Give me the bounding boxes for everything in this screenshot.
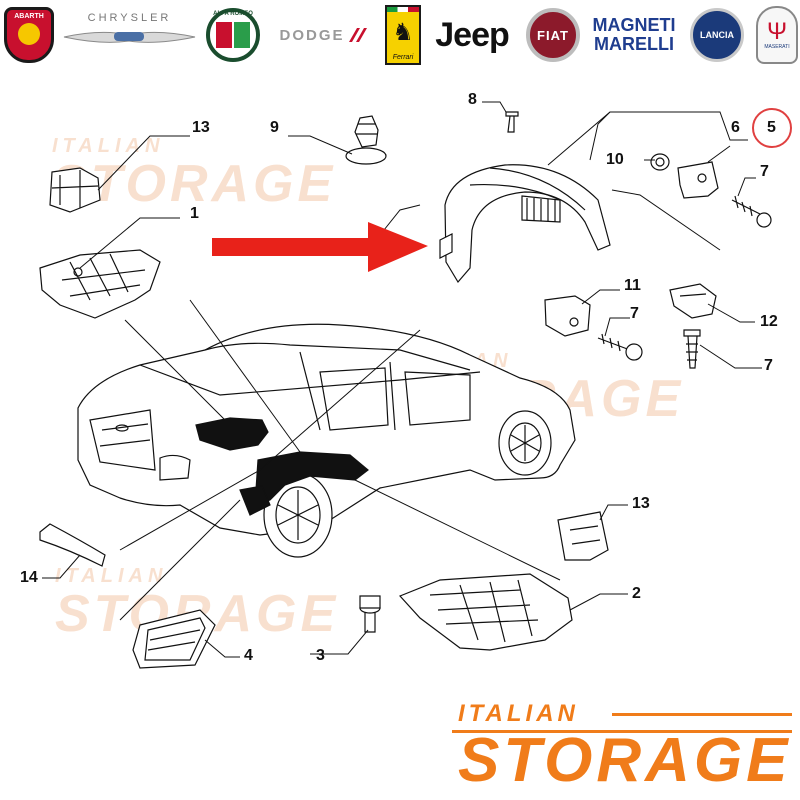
clip-part-6 bbox=[677, 161, 719, 199]
chrysler-label: CHRYSLER bbox=[87, 12, 172, 24]
maserati-logo: Ψ MASERATI bbox=[754, 0, 800, 70]
alfa-romeo-logo: ALFA ROMEO bbox=[200, 0, 266, 70]
clip-part-13-lower bbox=[557, 511, 609, 561]
footer-big-text: STORAGE bbox=[458, 726, 792, 795]
footer-small-text: ITALIAN bbox=[458, 700, 579, 727]
callout-10: 10 bbox=[606, 151, 624, 168]
leader-lines bbox=[42, 101, 762, 658]
italian-storage-logo: ITALIAN STORAGE bbox=[452, 700, 792, 795]
callout-12: 12 bbox=[760, 313, 778, 330]
lancia-logo: LANCIA bbox=[684, 0, 750, 70]
callout-11: 11 bbox=[624, 277, 641, 294]
magneti-marelli-line2: MARELLI bbox=[594, 34, 674, 54]
logo-underline-icon bbox=[452, 713, 792, 733]
car-outline bbox=[77, 323, 576, 558]
highlight-circle bbox=[752, 108, 792, 148]
callout-13-lower: 13 bbox=[632, 495, 650, 512]
abarth-logo: ABARTH bbox=[0, 0, 58, 70]
grommet-part-10 bbox=[650, 153, 670, 171]
dodge-stripes-icon bbox=[348, 28, 367, 42]
splash-shield-part-1 bbox=[39, 249, 161, 319]
callout-9: 9 bbox=[270, 119, 279, 136]
magneti-marelli-logo: MAGNETI MARELLI bbox=[586, 0, 682, 70]
clip-part-12 bbox=[669, 283, 717, 319]
vent-grille-part-4 bbox=[132, 609, 216, 669]
abarth-label: ABARTH bbox=[14, 13, 44, 20]
fiat-logo: FIAT bbox=[522, 0, 584, 70]
ferrari-horse-icon: ♞ Ferrari bbox=[385, 5, 421, 65]
magneti-marelli-line1: MAGNETI bbox=[592, 15, 676, 35]
callout-3: 3 bbox=[316, 647, 325, 664]
callout-8: 8 bbox=[468, 91, 477, 108]
screw-part-7-upper bbox=[731, 195, 772, 228]
callout-6: 6 bbox=[731, 119, 740, 136]
push-pin-part-9 bbox=[345, 115, 387, 165]
fiat-label: FIAT bbox=[537, 27, 569, 43]
alfa-romeo-label: ALFA ROMEO bbox=[213, 11, 253, 17]
dodge-logo: DODGE bbox=[268, 0, 378, 70]
watermark-top-small: ITALIAN bbox=[52, 135, 165, 157]
ferrari-logo: ♞ Ferrari bbox=[383, 0, 423, 70]
screw-part-7-lower bbox=[683, 329, 701, 369]
clip-part-13-top bbox=[49, 167, 101, 213]
jeep-wordmark: Jeep bbox=[435, 15, 509, 54]
clip-part-11 bbox=[544, 295, 591, 337]
callout-2: 2 bbox=[632, 585, 641, 602]
trim-strip-part-14 bbox=[39, 523, 106, 567]
screw-part-7-middle bbox=[597, 333, 643, 361]
wheel-arch-liner-part-5 bbox=[439, 164, 611, 284]
dodge-label: DODGE bbox=[279, 26, 345, 44]
alfa-romeo-badge-icon: ALFA ROMEO bbox=[206, 8, 260, 62]
lancia-badge-icon: LANCIA bbox=[690, 8, 744, 62]
abarth-scorpion-icon: ABARTH bbox=[4, 7, 54, 63]
ferrari-label: Ferrari bbox=[392, 54, 414, 61]
callout-14: 14 bbox=[20, 569, 38, 586]
callout-7-upper: 7 bbox=[760, 163, 769, 180]
watermark-bottom-small: ITALIAN bbox=[55, 565, 168, 587]
bolt-part-3 bbox=[359, 595, 381, 633]
callout-7-middle: 7 bbox=[630, 305, 639, 322]
fiat-badge-icon: FIAT bbox=[526, 8, 580, 62]
red-arrow-icon bbox=[212, 222, 428, 272]
splash-shield-part-2 bbox=[398, 573, 573, 651]
callout-5: 5 bbox=[767, 119, 776, 136]
jeep-logo: Jeep bbox=[428, 0, 516, 70]
screw-part-8 bbox=[505, 111, 519, 133]
lancia-label: LANCIA bbox=[700, 30, 734, 40]
maserati-trident-icon: Ψ MASERATI bbox=[756, 6, 798, 64]
callout-13-top: 13 bbox=[192, 119, 210, 136]
callout-1: 1 bbox=[190, 205, 199, 222]
callout-4: 4 bbox=[244, 647, 253, 664]
callout-7-lower: 7 bbox=[764, 357, 773, 374]
maserati-label: MASERATI bbox=[764, 44, 790, 50]
chrysler-wings-icon bbox=[63, 31, 196, 43]
chrysler-logo: CHRYSLER bbox=[62, 0, 197, 70]
